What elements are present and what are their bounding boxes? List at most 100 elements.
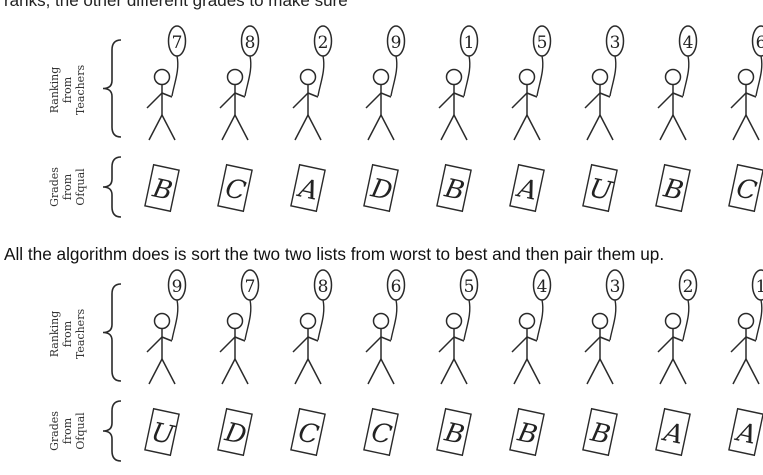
ranking-number: 4: [537, 277, 548, 297]
ranking-number: 7: [245, 277, 256, 297]
figure-leg-left: [368, 115, 381, 140]
figure-arm-right: [381, 337, 391, 341]
ranking-number: 6: [756, 33, 763, 53]
ranking-label-line: Ranking: [48, 67, 61, 114]
figure-leg-left: [222, 359, 235, 384]
balloon-string: [464, 56, 470, 96]
figure-arm-right: [454, 93, 464, 97]
balloon-string: [537, 300, 543, 340]
ranking-axis-label: RankingfromTeachers: [48, 65, 87, 116]
figure-arm-right: [600, 93, 610, 97]
figure-leg-left: [295, 359, 308, 384]
ranking-number: 2: [683, 277, 694, 297]
figure-leg-left: [660, 115, 673, 140]
grades-brace: [103, 401, 121, 461]
figure-head: [228, 314, 243, 329]
balloon-string: [610, 300, 616, 340]
grade-card: B: [510, 409, 544, 455]
figure-leg-right: [162, 115, 175, 140]
figure-head: [739, 70, 754, 85]
ranking-number: 5: [464, 277, 475, 297]
student-figure: 5: [439, 270, 478, 384]
figure-head: [593, 314, 608, 329]
ranking-brace: [103, 40, 121, 137]
grade-card: B: [583, 409, 617, 455]
grade-card: C: [729, 165, 763, 211]
figure-head: [374, 70, 389, 85]
balloon-string: [318, 300, 324, 340]
figure-leg-right: [381, 359, 394, 384]
figure-leg-left: [149, 115, 162, 140]
figure-leg-right: [454, 115, 467, 140]
ranking-number: 2: [318, 33, 329, 53]
figure-leg-left: [514, 115, 527, 140]
figure-leg-right: [235, 359, 248, 384]
figure-head: [155, 70, 170, 85]
balloon-string: [172, 56, 178, 96]
ranking-number: 4: [683, 33, 694, 53]
grade-letter: U: [587, 173, 616, 207]
figure-head: [447, 70, 462, 85]
ranking-number: 1: [756, 277, 763, 297]
figure-leg-right: [308, 115, 321, 140]
grade-card: U: [583, 165, 617, 211]
grade-card: B: [437, 165, 471, 211]
ranking-axis-label: RankingfromTeachers: [48, 309, 87, 360]
grade-card: A: [656, 409, 690, 455]
figure-arm-right: [600, 337, 610, 341]
grade-card: C: [291, 409, 325, 455]
figure-arm-left: [658, 93, 673, 108]
balloon-string: [683, 300, 689, 340]
grade-card: B: [656, 165, 690, 211]
figure-arm-right: [746, 337, 756, 341]
figure-head: [666, 70, 681, 85]
ranking-number: 8: [245, 33, 256, 53]
balloon-string: [172, 300, 178, 340]
figure-head: [520, 314, 535, 329]
figure-arm-right: [308, 337, 318, 341]
student-figure: 3: [585, 26, 624, 140]
ranking-label-line: Teachers: [74, 65, 87, 116]
grades-label-line: Ofqual: [74, 412, 87, 450]
student-figure: 6: [731, 26, 763, 140]
figure-arm-left: [147, 337, 162, 352]
figure-leg-right: [454, 359, 467, 384]
figure-arm-left: [366, 337, 381, 352]
grade-card: A: [510, 165, 544, 211]
figure-leg-right: [527, 115, 540, 140]
figure-arm-left: [731, 337, 746, 352]
balloon-string: [683, 56, 689, 96]
figure-leg-right: [308, 359, 321, 384]
student-figure: 4: [658, 26, 697, 140]
figure-leg-right: [673, 115, 686, 140]
grades-label-line: Ofqual: [74, 168, 87, 206]
figure-leg-left: [222, 115, 235, 140]
figure-leg-left: [441, 115, 454, 140]
student-figure: 4: [512, 270, 551, 384]
student-figure: 2: [293, 26, 332, 140]
figure-arm-left: [220, 337, 235, 352]
figure-arm-right: [746, 93, 756, 97]
ranking-number: 1: [464, 33, 475, 53]
grade-card: B: [145, 165, 179, 211]
balloon-string: [756, 300, 762, 340]
figure-head: [447, 314, 462, 329]
student-figure: 3: [585, 270, 624, 384]
grades-brace: [103, 157, 121, 217]
figure-arm-right: [235, 337, 245, 341]
ranking-label-line: from: [61, 76, 74, 103]
figure-head: [301, 70, 316, 85]
ranking-number: 8: [318, 277, 329, 297]
figure-leg-right: [527, 359, 540, 384]
ranking-number: 6: [391, 277, 402, 297]
figure-arm-left: [731, 93, 746, 108]
student-figure: 1: [731, 270, 763, 384]
figure-arm-right: [673, 337, 683, 341]
balloon-string: [756, 56, 762, 96]
balloon-string: [391, 300, 397, 340]
figure-leg-right: [600, 115, 613, 140]
figure-arm-left: [220, 93, 235, 108]
figure-leg-left: [368, 359, 381, 384]
grade-card: C: [364, 409, 398, 455]
